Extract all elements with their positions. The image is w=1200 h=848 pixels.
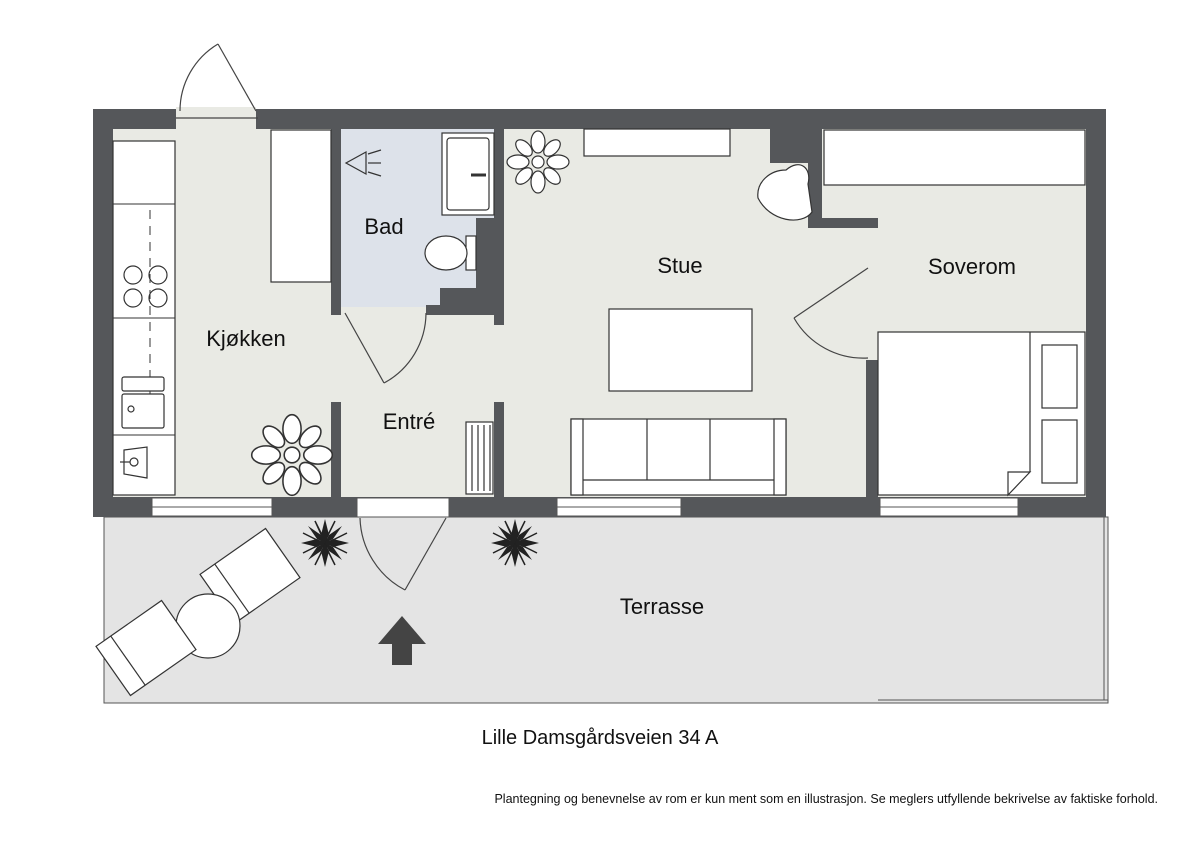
sofa [570,418,787,496]
wardrobe [270,129,332,283]
property-address: Lille Damsgårdsveien 34 A [481,727,719,749]
door-opening [866,226,880,358]
living-floor-extension [497,305,507,497]
interior-wall [494,402,504,497]
wall-pillar [808,129,878,228]
plant-dark-icon [300,518,350,568]
room-label-entre: Entré [383,409,436,434]
room-label-bad: Bad [364,214,403,239]
dishwasher-icon [120,446,148,479]
shower-icon [344,149,382,177]
kitchen-sink [121,376,165,429]
stove-burners [123,265,168,308]
plant-dark-icon [490,518,540,568]
shoe-rack [465,421,494,495]
bathroom-shaft [440,218,494,315]
bedroom-door [793,267,869,359]
room-label-kjokken: Kjøkken [206,326,285,351]
tv-bench [583,128,731,157]
toilet [424,235,477,271]
lounge-chair [95,599,197,697]
kitchen-exterior-door [176,43,258,119]
entrance-door-opening [356,497,450,518]
interior-wall [331,402,341,497]
bathroom-door [344,312,427,384]
entrance-door [359,517,447,591]
coffee-table [608,308,753,392]
interior-wall [331,129,341,315]
entrance-arrow-icon [378,616,426,665]
armchair [757,164,813,221]
interior-wall [866,360,878,500]
bedroom-wardrobe [823,129,1086,186]
room-label-terrasse: Terrasse [620,594,704,619]
room-label-soverom: Soverom [928,254,1016,279]
interior-wall [494,129,504,325]
door-opening [176,107,256,131]
disclaimer-text: Plantegning og benevnelse av rom er kun … [494,792,1158,806]
bed [877,331,1086,497]
room-label-stue: Stue [657,253,702,278]
bathroom-sink [441,132,495,216]
